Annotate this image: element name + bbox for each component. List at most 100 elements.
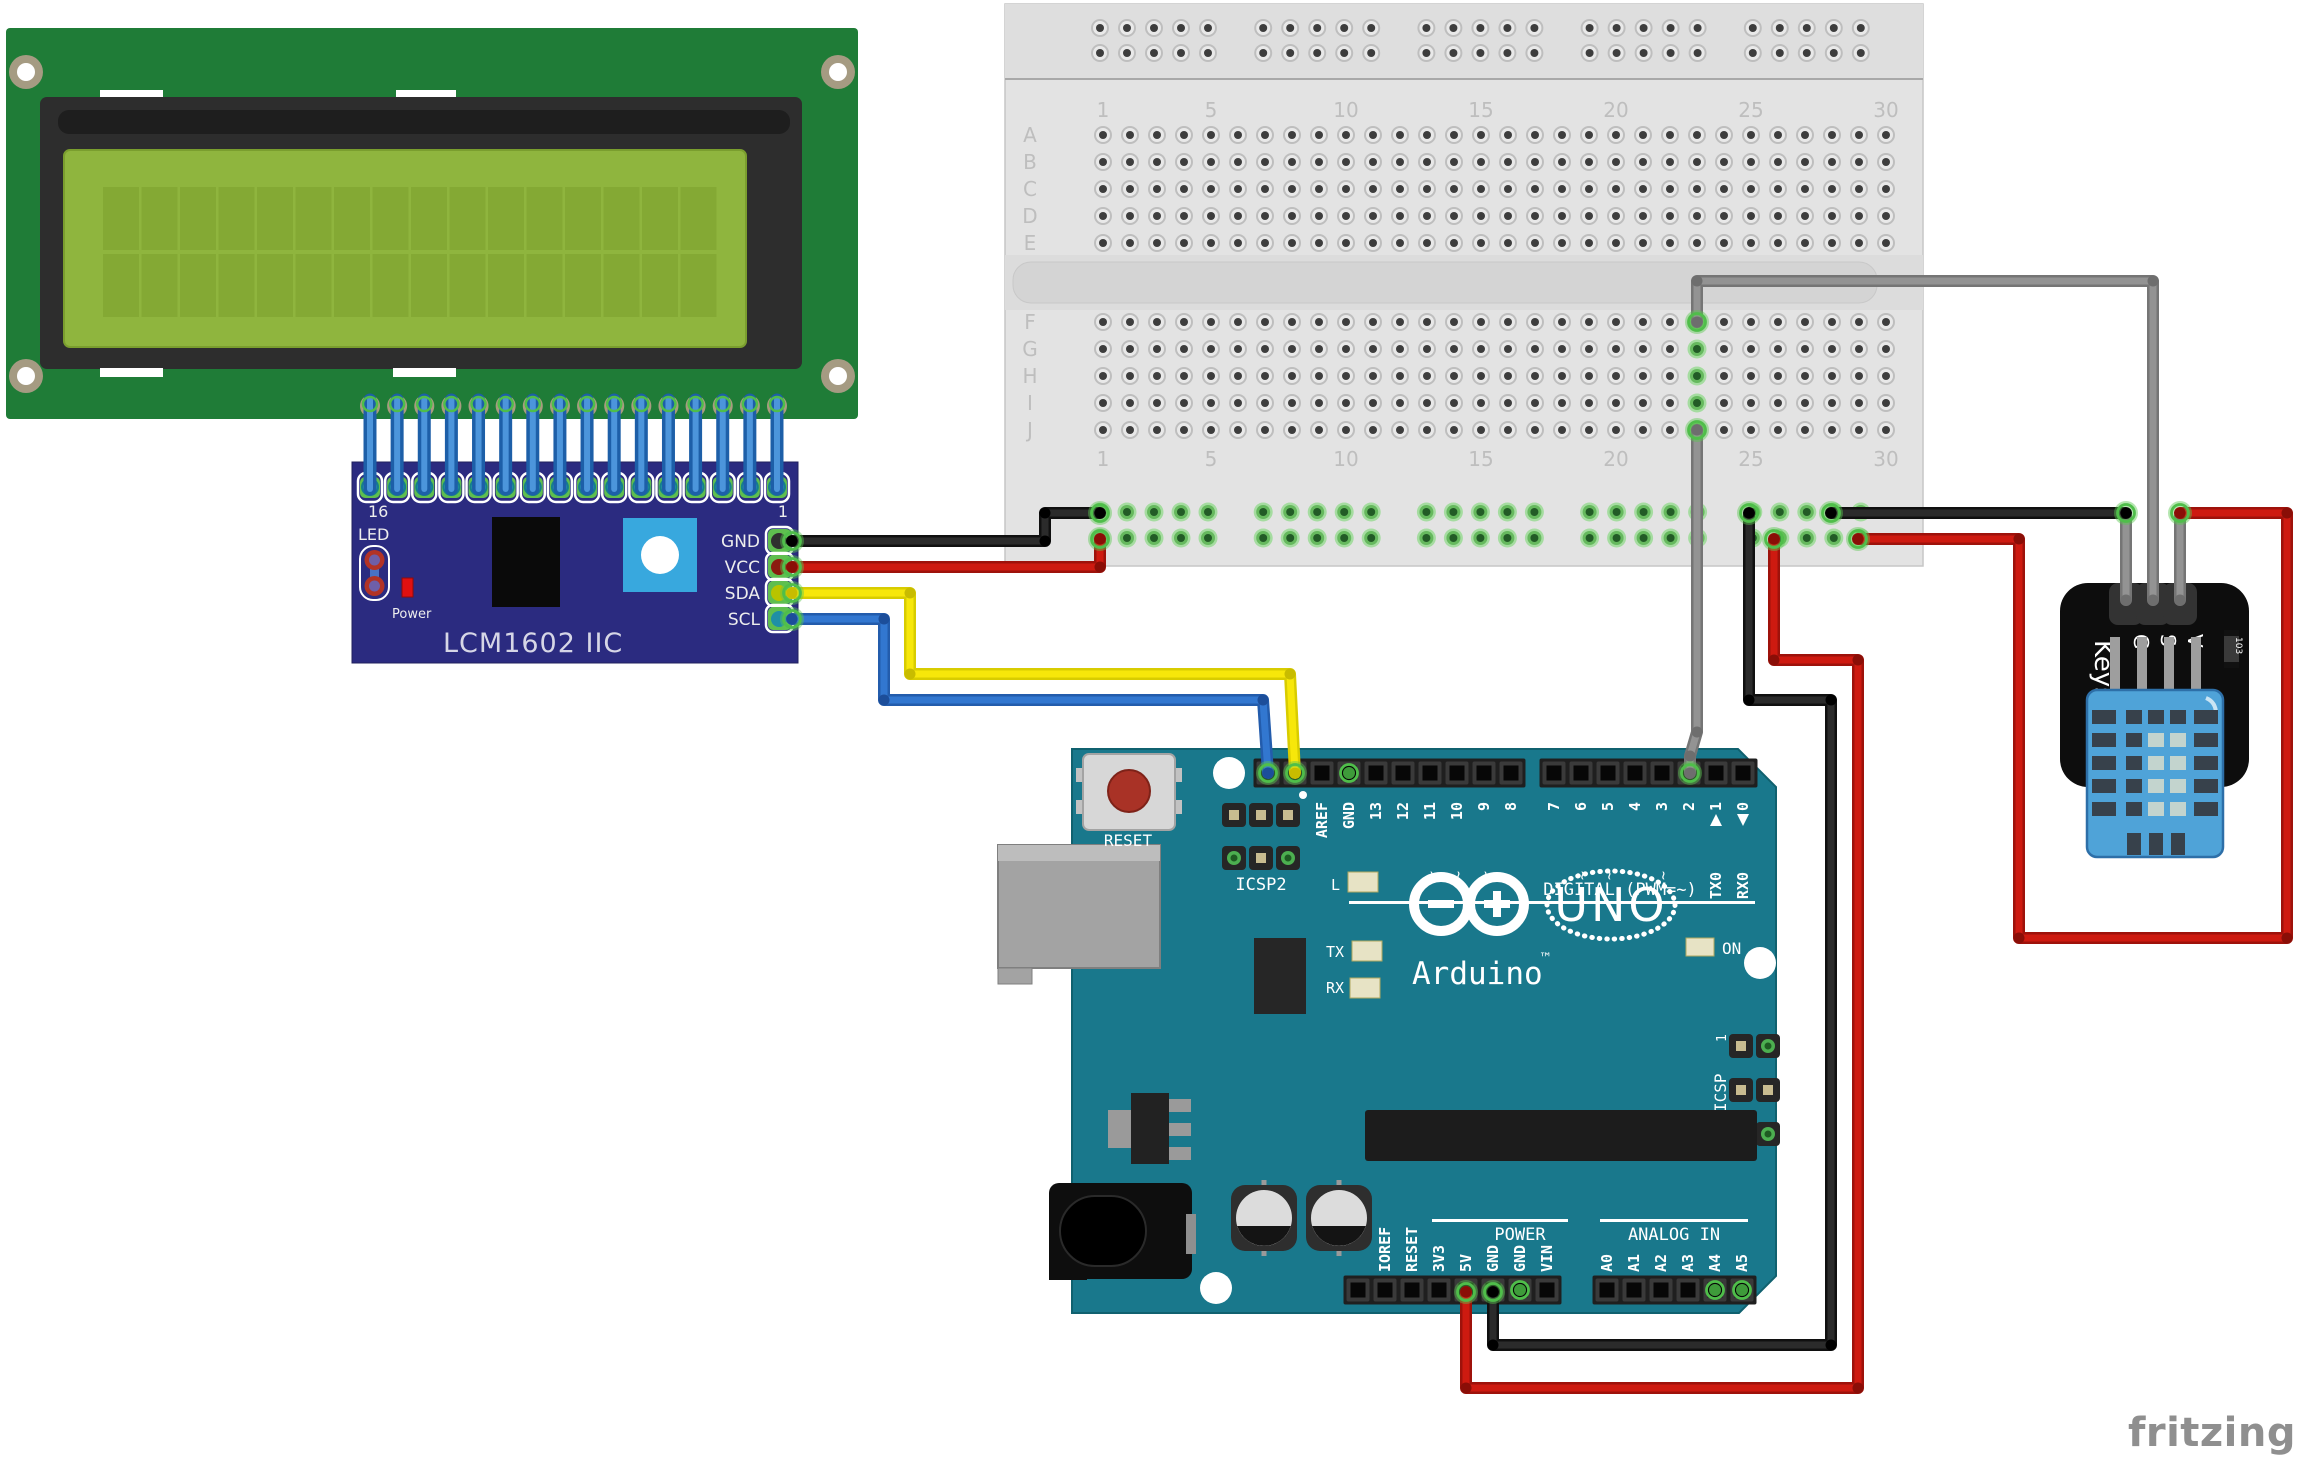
tx-arrow: [1710, 814, 1722, 826]
wire-end: [1094, 507, 1106, 519]
connection-point[interactable]: [1456, 1282, 1476, 1302]
connected-pin[interactable]: [1736, 1284, 1748, 1296]
silkscreen-line: [1600, 1219, 1748, 1222]
pin-label-gnd: GND: [1340, 802, 1358, 829]
connected-pin[interactable]: [1514, 1284, 1526, 1296]
lcd-cell: [526, 187, 563, 250]
connected-pin[interactable]: [1343, 767, 1355, 779]
wire-end: [786, 587, 798, 599]
connection-point[interactable]: [1258, 763, 1278, 783]
uno-dotted-oval: [1544, 868, 1678, 942]
led-l: [1347, 871, 1379, 893]
wire-bend: [1691, 726, 1703, 738]
uno-label: UNO: [1554, 878, 1667, 932]
icsp2-label: ICSP2: [1235, 875, 1286, 895]
connection-point[interactable]: [1680, 763, 1700, 783]
wire-end: [1487, 1286, 1499, 1298]
icsp-label: ICSP: [1711, 1073, 1730, 1112]
pwm-tilde: ~: [1573, 871, 1591, 880]
connection-point[interactable]: [1848, 529, 1868, 549]
lcd-cell: [680, 254, 717, 317]
wire-bend: [2281, 507, 2293, 519]
column-number: 15: [1468, 98, 1493, 122]
pin-label-a3: A3: [1679, 1254, 1697, 1272]
wire-end: [2174, 594, 2186, 606]
wire-bend: [1257, 694, 1269, 706]
iic-pin16-label: 16: [368, 502, 388, 521]
lcd-cell: [526, 254, 563, 317]
power-analog-headers[interactable]: [1343, 1275, 1757, 1305]
iic-led-jumper[interactable]: [359, 545, 390, 601]
connection-point[interactable]: [1821, 503, 1841, 523]
connection-point[interactable]: [2170, 503, 2190, 523]
connected-pin[interactable]: [1709, 1284, 1721, 1296]
wire-end: [786, 613, 798, 625]
connection-point[interactable]: [1090, 529, 1110, 549]
lcd-silkscreen-tab: [100, 368, 163, 377]
column-number: 5: [1205, 447, 1218, 471]
connection-point[interactable]: [1687, 420, 1707, 440]
iic-sda-label: SDA: [725, 584, 761, 604]
pin-label-0: 0: [1734, 802, 1752, 811]
wire-bend: [878, 694, 890, 706]
wire-end: [2174, 507, 2186, 519]
row-letter: E: [1024, 231, 1037, 255]
on-label: ON: [1722, 939, 1741, 958]
wire-end: [786, 535, 798, 547]
reset-button[interactable]: [1076, 753, 1182, 831]
connection-point[interactable]: [782, 609, 802, 629]
pin-label-a5: A5: [1733, 1254, 1751, 1272]
column-number: 1: [1097, 98, 1110, 122]
lcd-cell: [449, 187, 486, 250]
lcd-cell: [680, 187, 717, 250]
dht11-sensor-body: [2085, 688, 2225, 859]
lcd-silkscreen-tab: [396, 90, 456, 99]
connection-point[interactable]: [2116, 503, 2136, 523]
wire-bend: [878, 613, 890, 625]
connection-point[interactable]: [1739, 503, 1759, 523]
pin-label-a4: A4: [1706, 1254, 1724, 1272]
row-letter: H: [1022, 364, 1037, 388]
lcd-cell: [603, 254, 640, 317]
connection-point[interactable]: [782, 583, 802, 603]
connection-point[interactable]: [1090, 503, 1110, 523]
connection-point[interactable]: [782, 557, 802, 577]
rx0-label: RX0: [1734, 872, 1752, 899]
pin-label-a1: A1: [1625, 1254, 1643, 1272]
usb-chip: [1254, 938, 1306, 1014]
iic-gnd-label: GND: [721, 532, 760, 552]
wire-bend: [2281, 932, 2293, 944]
connection-point[interactable]: [782, 531, 802, 551]
wires-layer[interactable]: [780, 275, 2293, 1394]
pin-label-10: 10: [1448, 802, 1466, 820]
pin-label-reset: RESET: [1403, 1227, 1421, 1272]
rx-arrow: [1737, 814, 1749, 826]
lcd-cell: [180, 187, 216, 250]
connection-point[interactable]: [1764, 529, 1784, 549]
row-letter: D: [1022, 204, 1037, 228]
arduino-tm: ™: [1539, 951, 1552, 966]
usb-connector: [997, 844, 1161, 985]
lcd-mounting-holes: [9, 55, 855, 393]
column-number: 25: [1738, 98, 1763, 122]
wire-bend: [2013, 533, 2025, 545]
iic-contrast-pot[interactable]: [623, 518, 697, 592]
lcd1602-display: [6, 28, 858, 419]
lcd-cell: [411, 187, 447, 250]
dht11-sensor-module: G S V Keys 103: [2060, 583, 2249, 859]
row-letter: F: [1024, 310, 1036, 334]
wire-bend: [1825, 694, 1837, 706]
pin-label-2: 2: [1680, 802, 1698, 811]
wire-end: [1684, 767, 1696, 779]
mounting-hole: [1200, 1272, 1232, 1304]
icsp2-header[interactable]: [1222, 803, 1300, 870]
connection-point[interactable]: [1285, 763, 1305, 783]
pin-label-1: 1: [1707, 802, 1725, 811]
lcd-cell: [642, 187, 678, 250]
lcd-cell: [565, 254, 601, 317]
connection-point[interactable]: [1483, 1282, 1503, 1302]
connection-point[interactable]: [1687, 312, 1707, 332]
lcd-cell: [218, 187, 255, 250]
wire-end: [1691, 316, 1703, 328]
